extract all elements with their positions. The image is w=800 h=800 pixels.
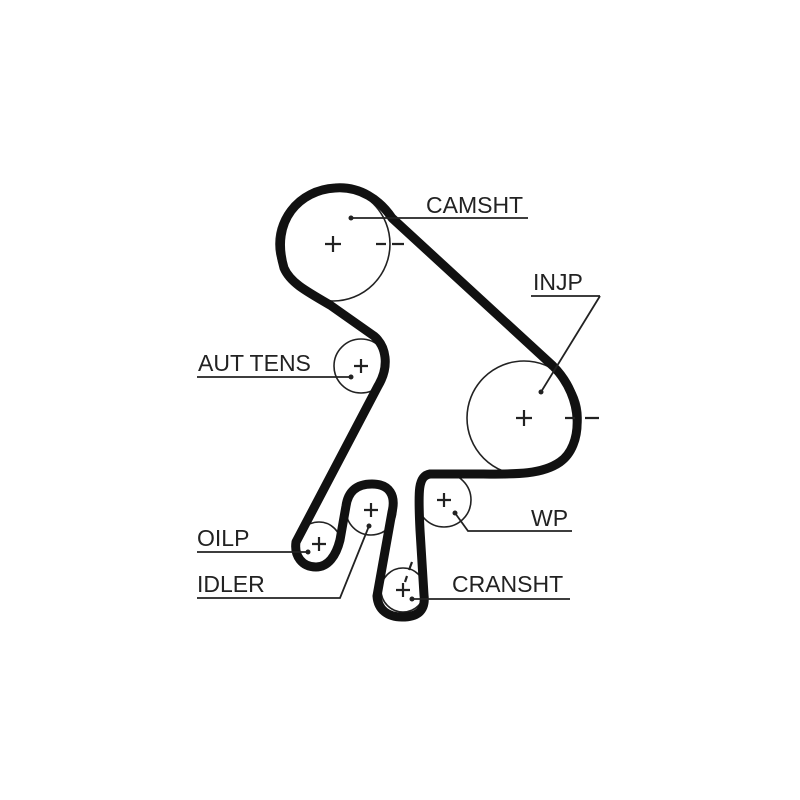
auto-tensioner-center-icon bbox=[354, 359, 368, 373]
center-marks bbox=[312, 236, 532, 597]
auto-tensioner-label: AUT TENS bbox=[198, 350, 311, 376]
camshaft-center-icon bbox=[325, 236, 341, 252]
idler-center-icon bbox=[364, 503, 378, 517]
crankshaft-center-icon bbox=[396, 583, 410, 597]
timing-marks bbox=[376, 242, 599, 583]
water-pump-center-icon bbox=[437, 493, 451, 507]
water-pump-label: WP bbox=[531, 505, 568, 531]
crankshaft-label: CRANSHT bbox=[452, 571, 563, 597]
oil-pump-label: OILP bbox=[197, 525, 249, 551]
idler-label: IDLER bbox=[197, 571, 265, 597]
injection-pump-center-icon bbox=[516, 410, 532, 426]
oil-pump-center-icon bbox=[312, 537, 326, 551]
camshaft-label: CAMSHT bbox=[426, 192, 523, 218]
water-pump-leader bbox=[454, 512, 572, 532]
leader-lines bbox=[197, 215, 601, 602]
crankshaft-timing-mark bbox=[403, 561, 414, 583]
injection-pump-label: INJP bbox=[533, 269, 583, 295]
injection-pump-leader bbox=[531, 295, 601, 393]
idler-leader bbox=[197, 525, 370, 599]
